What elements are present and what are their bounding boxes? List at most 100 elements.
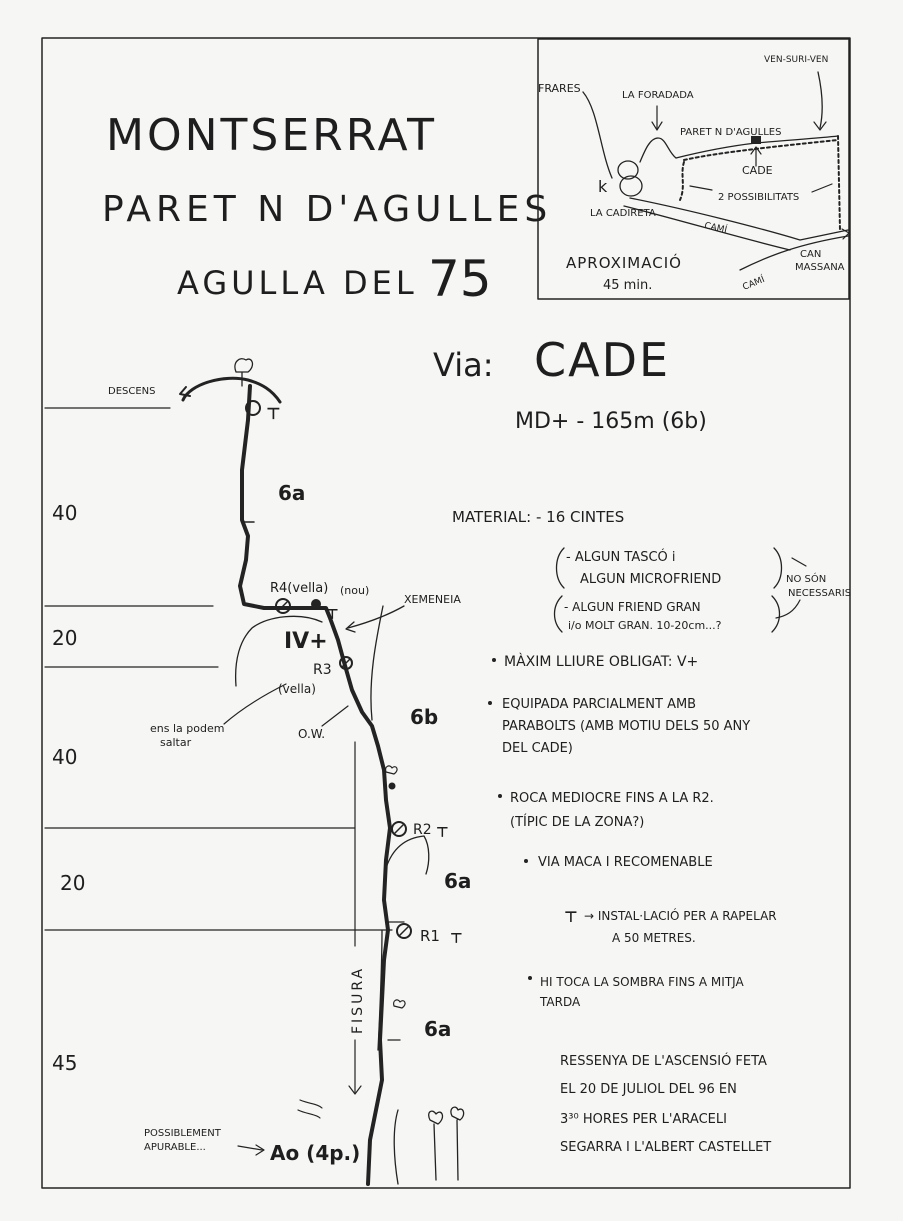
equipada-line-3: DEL CADE)	[502, 741, 573, 756]
map-cami-path-1b	[623, 205, 791, 251]
material-line-2: - ALGUN TASCÓ i	[566, 549, 676, 565]
material-line-3: ALGUN MICROFRIEND	[580, 572, 721, 587]
map-cadireta-label: LA CADIRETA	[590, 208, 656, 219]
skip-label-2: saltar	[160, 736, 192, 749]
r1-label: R1	[420, 927, 440, 945]
r4-rappel-icon: ⊤	[326, 607, 339, 623]
skip-arrow	[223, 683, 287, 725]
ow-label: O.W.	[298, 727, 325, 741]
r1-belay	[396, 923, 412, 939]
summit-tree-icon	[234, 358, 254, 387]
fisura-label: FISURA	[350, 966, 366, 1034]
pitch-scale: 40 20 40 20 45	[44, 407, 393, 1075]
approach-map-box	[537, 38, 850, 300]
map-massana-label: MASSANA	[795, 262, 845, 273]
equipada-line-2: PARABOLTS (AMB MOTIU DELS 50 ANY	[502, 719, 750, 734]
notes-section: MATERIAL: - 16 CINTES - ALGUN TASCÓ i AL…	[452, 508, 851, 1155]
map-time-label: 45 min.	[603, 278, 652, 293]
map-rock-2	[619, 175, 643, 197]
bracket-right-1	[773, 547, 783, 589]
chimney-right-wall	[370, 605, 384, 721]
via-grade: MD+ - 165m (6b)	[515, 409, 707, 434]
map-cami-arrowhead	[841, 228, 850, 240]
no-son-arrow	[791, 557, 807, 567]
nou-belay	[311, 599, 321, 609]
title-line-3-number: 75	[428, 250, 492, 308]
possible-arrow	[237, 1145, 263, 1151]
mid-bush-icon	[385, 765, 398, 775]
pitch-length-2: 20	[52, 626, 77, 650]
r1-rappel-icon: ⊤	[450, 931, 463, 947]
chimney-left-wall	[234, 615, 323, 687]
r2-rappel-icon: ⊤	[436, 825, 449, 841]
ressenya-line-4: SEGARRA I L'ALBERT CASTELLET	[560, 1140, 771, 1155]
ow-arrow	[321, 705, 349, 727]
map-path-right	[837, 135, 841, 231]
map-path-left	[679, 161, 685, 201]
grade-bottom: 6a	[424, 1017, 451, 1041]
possible-label-1: POSSIBLEMENT	[144, 1128, 222, 1139]
r4-belay-slash	[277, 600, 289, 612]
material-line-1: MATERIAL: - 16 CINTES	[452, 508, 624, 526]
map-ven-suri-ven-label: VEN-SURI-VEN	[764, 55, 828, 65]
topo-route: DESCENS ⊤ 6a R4(vella) (nou) ⊤ XEMENEIA …	[108, 358, 471, 1186]
title-line-3-prefix: AGULLA DEL	[177, 264, 418, 302]
map-poss-arrow-left	[689, 185, 713, 191]
mid-piton	[388, 782, 396, 790]
r1-crack-left	[377, 929, 383, 1051]
bracket-left-2	[553, 595, 563, 633]
base-tree-icon-2	[450, 1106, 465, 1181]
map-cami-path-2	[739, 235, 849, 271]
base-tree-icon-1	[428, 1110, 444, 1181]
no-son-arrow-2	[775, 599, 801, 619]
via-name: CADE	[534, 333, 670, 387]
base-rock-marks	[297, 1099, 323, 1119]
r3-label: R3	[313, 662, 332, 678]
map-foradada-label: LA FORADADA	[622, 90, 694, 101]
map-can-label: CAN	[800, 249, 821, 260]
bullet-5	[528, 976, 532, 980]
no-son-line-2: NECESSARIS	[788, 588, 851, 599]
bullet-2	[488, 701, 492, 705]
map-aproximacio-label: APROXIMACIÓ	[566, 253, 682, 272]
pitch-length-5: 45	[52, 1051, 77, 1075]
map-frares-label: FRARES	[538, 82, 581, 95]
r2-belay-slash	[393, 823, 405, 835]
rapel-line-1: → INSTAL·LACIÓ PER A RAPELAR	[584, 908, 777, 923]
descens-label: DESCENS	[108, 386, 156, 397]
page-border	[41, 37, 851, 1189]
r2-rock-outline	[385, 835, 430, 875]
skip-label-1: ens la podem	[150, 722, 224, 735]
no-son-line-1: NO SÓN	[786, 572, 826, 585]
bullet-4	[524, 859, 528, 863]
roca-line-2: (TÍPIC DE LA ZONA?)	[510, 814, 644, 830]
title-line-1: MONTSERRAT	[106, 110, 437, 161]
route-line	[238, 384, 392, 1186]
r3-belay-slash	[341, 658, 351, 668]
title-line-2: PARET N D'AGULLES	[102, 189, 552, 230]
ressenya-line-3: 3³⁰ HORES PER L'ARACELI	[560, 1112, 727, 1127]
descent-arc	[181, 376, 282, 404]
vella-label: (vella)	[278, 682, 316, 696]
map-foradada-arrowhead	[651, 121, 663, 131]
possible-arrowhead	[255, 1144, 265, 1156]
maca-line: VIA MACA I RECOMENABLE	[538, 855, 713, 870]
aid-label: Ao (4p.)	[270, 1141, 360, 1165]
map-poss-arrow-right	[811, 183, 833, 193]
xemeneia-arrow	[347, 605, 405, 629]
xemeneia-arrowhead	[345, 621, 356, 633]
bullet-1	[492, 658, 496, 662]
material-line-5: i/o MOLT GRAN. 10-20cm...?	[568, 619, 722, 632]
bullet-3	[498, 794, 502, 798]
sombra-line-1: HI TOCA LA SOMBRA FINS A MITJA	[540, 975, 744, 989]
map-cade-marker	[751, 136, 761, 144]
map-ven-arrow	[817, 71, 823, 129]
grade-r2: 6a	[444, 869, 471, 893]
top-piton-icon	[242, 515, 255, 523]
xemeneia-label: XEMENEIA	[404, 593, 461, 606]
bracket-left-1	[555, 547, 565, 589]
r4-belay	[275, 598, 291, 614]
r3-belay	[339, 656, 353, 670]
